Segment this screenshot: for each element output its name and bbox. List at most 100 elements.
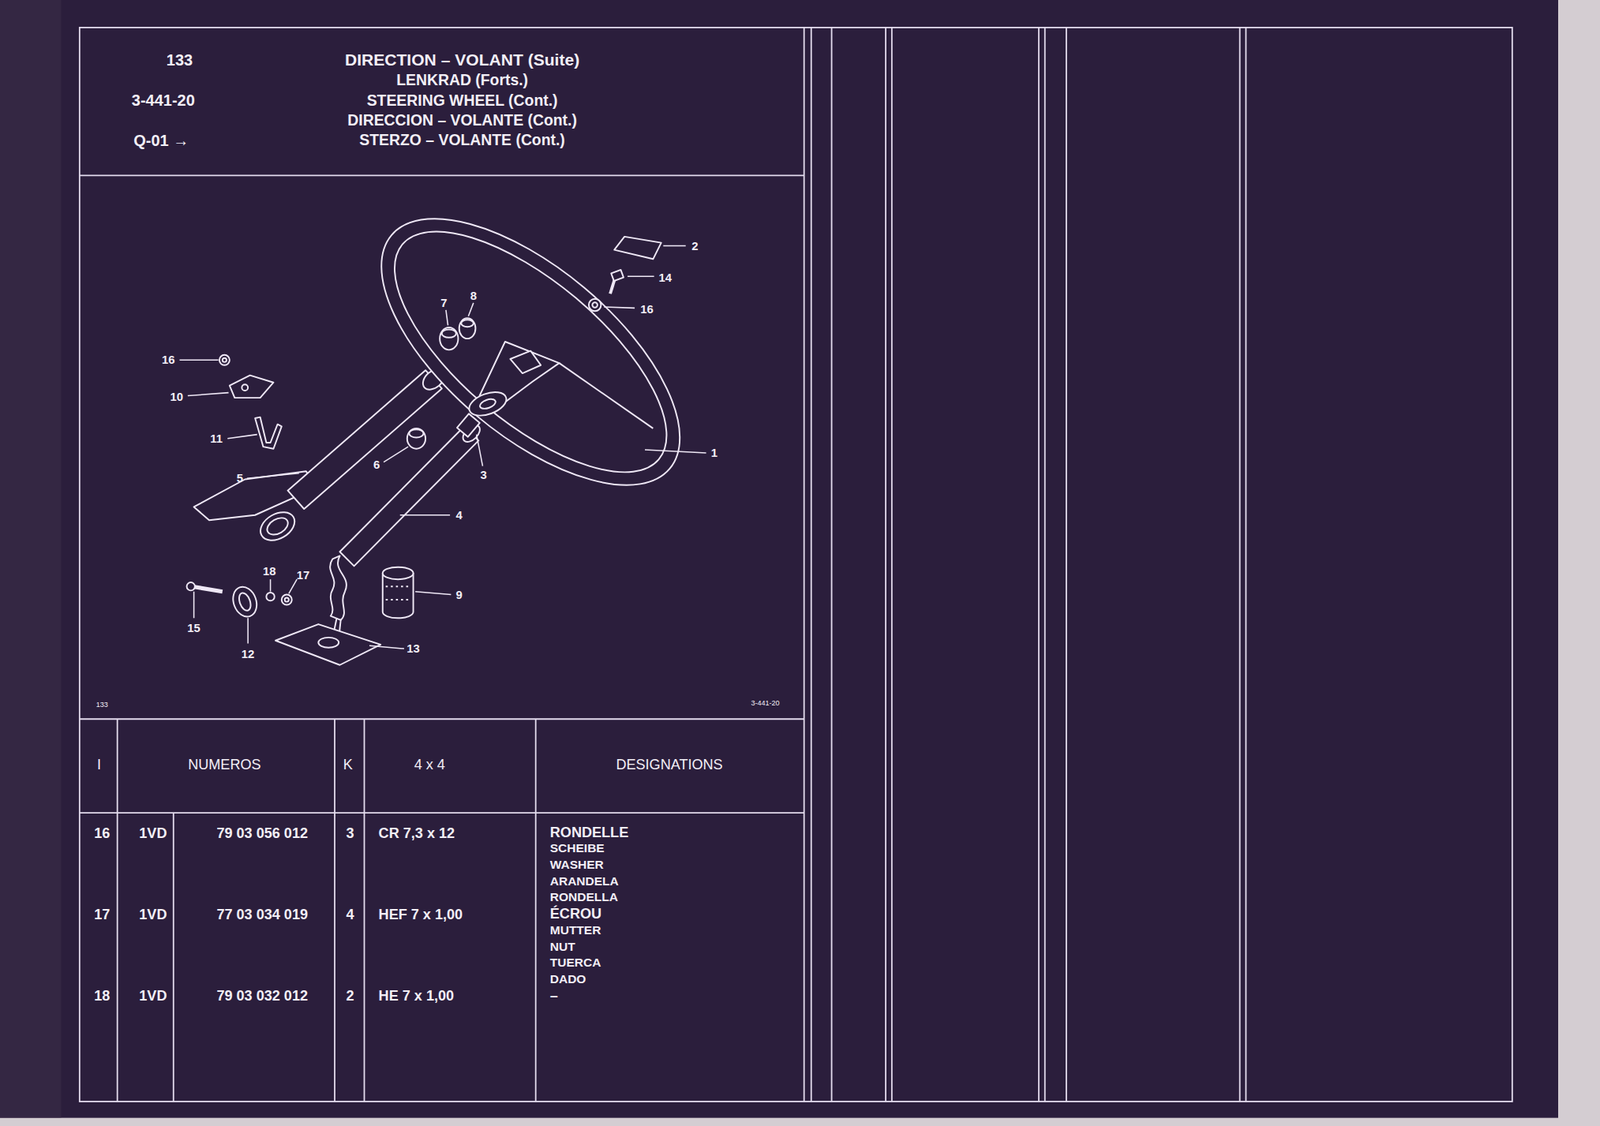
- small-parts-shape: [407, 428, 426, 450]
- callout-number: 15: [187, 622, 201, 635]
- designation-line: SCHEIBE: [550, 843, 605, 856]
- designation-main: RONDELLE: [550, 825, 629, 840]
- callout-number: 16: [640, 303, 654, 315]
- callout-number: 7: [440, 296, 447, 309]
- frame-lines-shape: [803, 27, 806, 1102]
- callout-number: 16: [161, 354, 176, 367]
- callout-number: 4: [456, 509, 463, 521]
- frame-lines-shape: [363, 719, 366, 1102]
- index-cell: 18: [93, 989, 110, 1004]
- leader-lines-shape: [227, 434, 257, 439]
- callout-number: 8: [470, 289, 477, 302]
- table-header: K: [343, 757, 353, 772]
- index-cell: 16: [93, 826, 110, 841]
- small-parts-shape: [610, 280, 615, 294]
- spec-cell: CR 7,3 x 12: [378, 826, 455, 841]
- frame-lines-shape: [884, 27, 887, 1102]
- callout-number: 5: [236, 472, 244, 485]
- part-number: 79 03 056 012: [216, 826, 308, 841]
- frame-lines-shape: [116, 719, 119, 1102]
- column-part-4-shape: [329, 555, 347, 620]
- small-parts-shape: [614, 236, 661, 259]
- table-header: DESIGNATIONS: [615, 757, 723, 772]
- small-parts-shape: [266, 592, 274, 601]
- wheel-part-1-shape: [465, 387, 510, 420]
- frame-lines-shape: [831, 27, 833, 1102]
- callout-number: 1: [711, 446, 718, 459]
- plate-reference: 3-441-20: [131, 92, 195, 109]
- frame-lines-shape: [1065, 27, 1068, 1102]
- frame-lines-shape: [79, 174, 805, 177]
- plate-part-13-shape: [318, 637, 339, 649]
- code-cell: 1VD: [138, 989, 167, 1004]
- small-parts-shape: [408, 429, 424, 438]
- leader-lines-shape: [193, 592, 195, 619]
- wheel-part-1-shape: [478, 397, 497, 411]
- index-cell: 17: [93, 907, 110, 922]
- title-line: STERZO – VOLANTE (Cont.): [359, 133, 565, 149]
- small-parts-shape: [385, 599, 411, 601]
- table-header: 4 x 4: [414, 757, 446, 772]
- leader-lines-shape: [603, 307, 635, 308]
- shroud-part-5-shape: [255, 506, 300, 547]
- frame-lines: [79, 27, 1513, 1102]
- spec-cell: HEF 7 x 1,00: [378, 907, 464, 922]
- frame-lines-shape: [1044, 27, 1046, 1102]
- callout-number: 12: [241, 648, 255, 660]
- title-line: DIRECCION – VOLANTE (Cont.): [347, 112, 578, 128]
- callout-number: 13: [406, 643, 420, 656]
- leader-lines-shape: [269, 579, 272, 593]
- small-parts-shape: [222, 358, 227, 363]
- frame-lines-shape: [79, 27, 1513, 1102]
- callout-number: 14: [659, 271, 673, 284]
- wheel-part-1-shape: [337, 171, 724, 533]
- leader-lines-shape: [247, 618, 249, 644]
- quantity-cell: 3: [345, 826, 354, 841]
- callout-number: 2: [691, 239, 698, 252]
- leader-lines-shape: [644, 449, 707, 454]
- small-parts-shape: [442, 329, 457, 338]
- frame-lines-shape: [79, 812, 805, 814]
- wheel-part-1-shape: [558, 363, 653, 429]
- leader-lines-shape: [400, 514, 450, 517]
- designation-line: DADO: [550, 973, 587, 986]
- spline-part-3: [457, 413, 480, 437]
- frame-lines-shape: [891, 27, 893, 1102]
- callout-number: 10: [169, 390, 184, 403]
- callout-number: 9: [456, 588, 463, 601]
- part-number: 77 03 034 019: [216, 907, 308, 922]
- small-parts-shape: [281, 595, 293, 606]
- leader-lines-shape: [247, 473, 300, 479]
- small-parts-shape: [439, 327, 458, 350]
- column-part-4: [329, 422, 484, 639]
- small-parts-shape: [241, 384, 248, 391]
- designation-line: NUT: [550, 940, 576, 954]
- spline-part-3-shape: [457, 413, 480, 437]
- leader-lines-shape: [187, 393, 229, 397]
- quantity-cell: 2: [345, 989, 354, 1004]
- leader-lines-shape: [179, 359, 219, 362]
- frame-lines-shape: [1245, 27, 1248, 1102]
- small-parts-shape: [191, 586, 223, 592]
- callout-number: 6: [373, 459, 380, 472]
- callout-number: 17: [296, 569, 311, 582]
- small-parts-shape: [459, 318, 476, 339]
- title-line: LENKRAD (Forts.): [396, 72, 529, 88]
- code-cell: 1VD: [138, 826, 167, 841]
- model-range: Q-01 →: [133, 132, 189, 149]
- leader-lines-shape: [383, 446, 409, 462]
- plate-part-13-shape: [275, 624, 381, 666]
- small-parts-shape: [385, 585, 411, 588]
- figure-page: 133: [96, 702, 109, 710]
- callout-number: 11: [209, 432, 223, 445]
- frame-lines-shape: [172, 813, 175, 1102]
- page-title: DIRECTION – VOLANT (Suite): [344, 52, 580, 69]
- title-line: STEERING WHEEL (Cont.): [367, 93, 559, 109]
- leader-lines-shape: [627, 276, 655, 278]
- small-parts-shape: [382, 567, 414, 581]
- frame-lines-shape: [535, 719, 537, 1102]
- designation-line: TUERCA: [550, 956, 602, 970]
- callout-number: 3: [480, 469, 488, 482]
